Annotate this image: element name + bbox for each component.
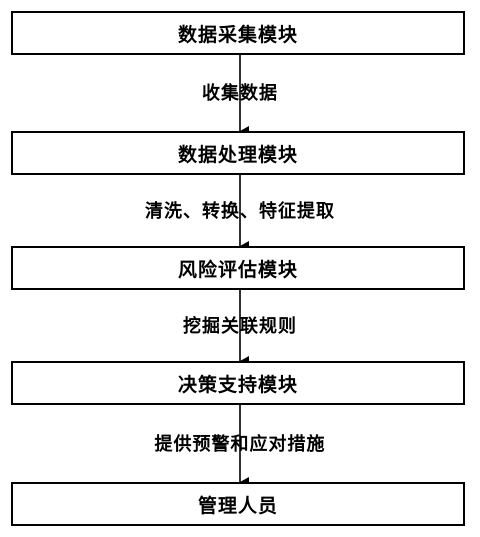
- edge-label-mining: 挖掘关联规则: [183, 316, 297, 337]
- node-risk-assessment: 风险评估模块: [11, 246, 465, 290]
- edge-label-collect: 收集数据: [202, 83, 278, 104]
- node-managers: 管理人员: [11, 482, 465, 526]
- node-decision-support: 决策支持模块: [11, 361, 465, 405]
- node-data-processing: 数据处理模块: [11, 131, 465, 175]
- edge-label-process: 清洗、转换、特征提取: [145, 201, 335, 222]
- edge-label-warning: 提供预警和应对措施: [154, 434, 326, 455]
- node-data-collection: 数据采集模块: [11, 11, 465, 55]
